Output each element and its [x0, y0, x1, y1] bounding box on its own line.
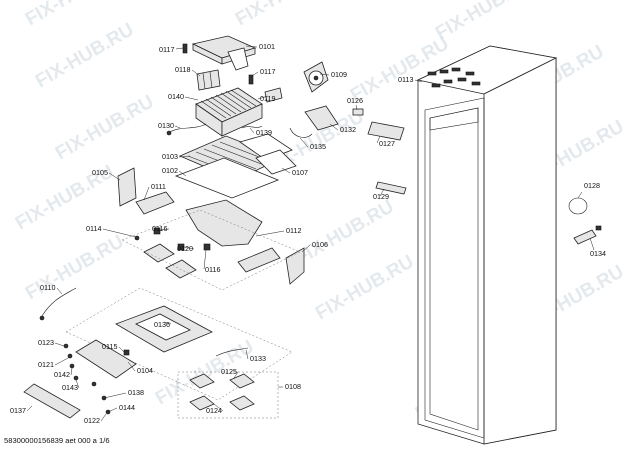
- label-0121: 0121: [38, 360, 54, 369]
- label-0132: 0132: [340, 125, 356, 134]
- label-0137: 0137: [10, 406, 26, 415]
- label-0125: 0125: [221, 367, 237, 376]
- tray-0102: [174, 157, 280, 199]
- label-0135: 0135: [310, 142, 326, 151]
- bracket-0105: [117, 167, 137, 207]
- damper-0106: [285, 247, 305, 285]
- label-0118: 0118: [175, 65, 190, 74]
- label-0115: 0115: [102, 342, 117, 351]
- dashed-0108: [177, 371, 279, 419]
- label-0129: 0129: [373, 192, 389, 201]
- lamp-0134: [573, 225, 602, 245]
- label-0127: 0127: [379, 139, 395, 148]
- label-0124: 0124: [206, 406, 222, 415]
- part-0126: [352, 108, 364, 116]
- duct-0132: [304, 105, 339, 131]
- wire-0110: [39, 287, 77, 321]
- label-0128: 0128: [584, 181, 600, 190]
- label-0112: 0112: [286, 226, 301, 235]
- label-0104: 0104: [137, 366, 153, 375]
- leader-lines: [26, 45, 595, 422]
- evaporator-0140: [195, 87, 263, 137]
- watermark: FIX-HUB.RU: [22, 0, 128, 30]
- watermark: FIX-HUB.RU: [32, 19, 138, 92]
- fan-0109: [303, 61, 329, 93]
- bracket-0111: [135, 191, 175, 215]
- clip-0117b: [248, 74, 254, 85]
- watermark: FIX-HUB.RU: [232, 0, 338, 30]
- label-0114: 0114: [86, 224, 101, 233]
- label-0138: 0138: [128, 388, 144, 397]
- label-0126: 0126: [347, 96, 363, 105]
- label-0110: 0110: [40, 283, 55, 292]
- label-0130: 0130: [158, 121, 174, 130]
- panel-0104: [75, 339, 137, 379]
- label-0109: 0109: [331, 70, 347, 79]
- label-0120: 0120: [177, 244, 193, 253]
- watermark: FIX-HUB.RU: [432, 0, 538, 44]
- label-0106: 0106: [312, 240, 328, 249]
- label-0113: 0113: [398, 75, 413, 84]
- part-0129: [375, 181, 407, 195]
- label-0117: 0117: [260, 67, 275, 76]
- watermark: FIX-HUB.RU: [312, 251, 418, 324]
- knob-0116: [153, 227, 211, 251]
- ring-0128: [568, 197, 588, 215]
- part-0107: [255, 149, 297, 175]
- drawing-reference-number: 58300000156839 aet 000 a 1/6: [4, 436, 110, 445]
- wire-0130: [166, 123, 207, 136]
- label-0144: 0144: [119, 403, 135, 412]
- bracket-0118: [196, 69, 221, 91]
- part-labels: 0117 0101 0118 0117 0109 0113 0140 0119 …: [10, 42, 606, 425]
- wire-0133: [215, 347, 249, 357]
- small-parts: [63, 343, 111, 415]
- label-0111: 0111: [151, 182, 166, 191]
- clip-0117a: [182, 43, 188, 54]
- label-0122: 0122: [84, 416, 100, 425]
- part-0135: [289, 127, 313, 138]
- label-0116: 0116: [152, 224, 167, 233]
- watermark: FIX-HUB.RU: [292, 196, 398, 269]
- label-0117: 0117: [159, 45, 174, 54]
- panel-0127: [367, 121, 405, 141]
- label-0139: 0139: [256, 128, 272, 137]
- cabinet-0113: [416, 45, 558, 445]
- housing-0136: [115, 305, 213, 353]
- label-0107: 0107: [292, 168, 308, 177]
- dashed-lower: [65, 287, 293, 401]
- label-0142: 0142: [54, 370, 70, 379]
- sensor-0119: [264, 87, 283, 103]
- filters-0124: [189, 373, 255, 411]
- label-0133: 0133: [250, 354, 266, 363]
- label-0143: 0143: [62, 383, 78, 392]
- label-0134: 0134: [590, 249, 606, 258]
- dashed-group: [121, 209, 301, 291]
- label-0140: 0140: [168, 92, 184, 101]
- label-0108: 0108: [285, 382, 301, 391]
- label-0119: 0119: [260, 94, 275, 103]
- label-0116: 0116: [205, 265, 220, 274]
- label-0136: 0136: [154, 320, 170, 329]
- label-0103: 0103: [162, 152, 178, 161]
- label-0123: 0123: [38, 338, 54, 347]
- part-0114: [134, 235, 140, 241]
- watermark: FIX-HUB.RU: [22, 231, 128, 304]
- plate-0112: [185, 199, 263, 247]
- label-0105: 0105: [92, 168, 108, 177]
- label-0101: 0101: [259, 42, 275, 51]
- cover-0137: [23, 383, 81, 419]
- label-0102: 0102: [162, 166, 178, 175]
- cover-0101: [191, 35, 257, 71]
- watermark: FIX-HUB.RU: [52, 91, 158, 164]
- duct-0112b: [237, 247, 281, 273]
- hose-0139: [241, 125, 263, 129]
